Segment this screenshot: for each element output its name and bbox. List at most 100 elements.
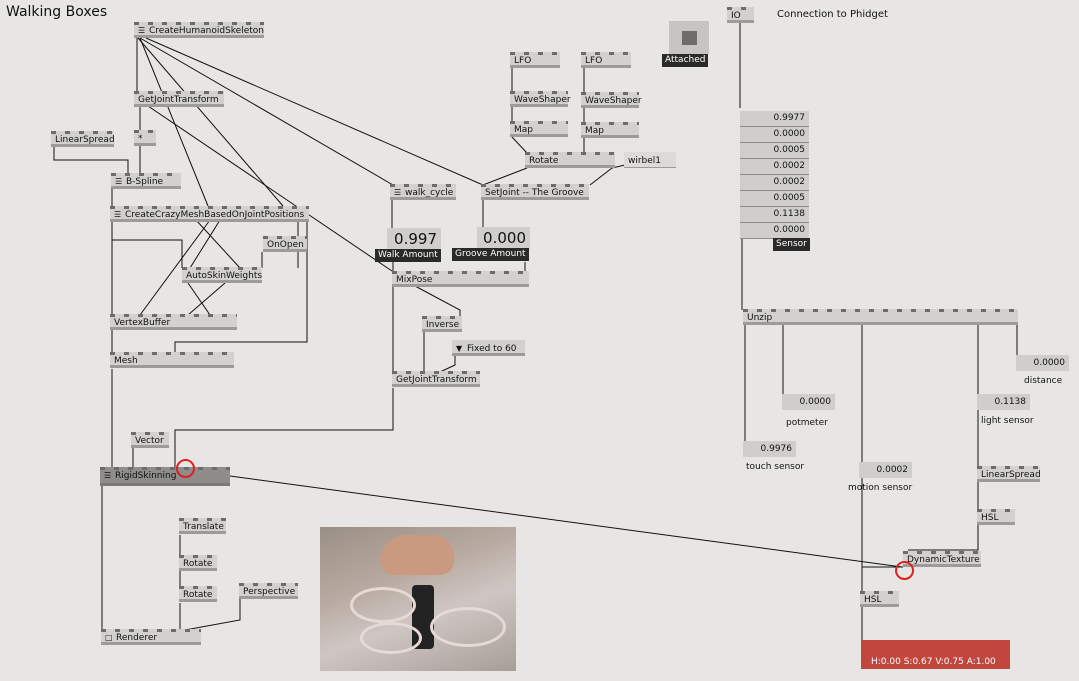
sensor-value: 0.0000 (740, 127, 809, 143)
node-label: Rotate (529, 156, 559, 166)
node-label: LFO (514, 56, 532, 66)
node-label: RigidSkinning (115, 471, 177, 481)
node-label: Rotate (183, 559, 213, 569)
menu-icon: ☰ (138, 26, 146, 35)
hand-shape (380, 535, 454, 575)
vertex-buffer-node[interactable]: VertexBuffer (110, 314, 237, 330)
phidget-connection-note: Connection to Phidget (777, 9, 888, 20)
sensor-value: 0.0002 (740, 175, 809, 191)
color-readout: H:0.00 S:0.67 V:0.75 A:1.00 (871, 657, 996, 667)
window-icon: □ (105, 633, 113, 642)
node-label: * (138, 134, 143, 144)
page-title: Walking Boxes (6, 4, 108, 20)
multiply-node[interactable]: * (134, 130, 156, 146)
node-label: walk_cycle (405, 188, 454, 198)
io-node[interactable]: IO (727, 7, 754, 23)
rigid-skinning-node[interactable]: ☰RigidSkinning (100, 467, 230, 486)
lfo-node[interactable]: LFO (510, 52, 560, 68)
get-joint-transform-node[interactable]: GetJointTransform (392, 371, 480, 387)
bspline-node[interactable]: ☰B-Spline (111, 173, 181, 189)
node-label: Map (585, 126, 604, 136)
lfo-node[interactable]: LFO (581, 52, 631, 68)
perspective-node[interactable]: Perspective (239, 583, 298, 599)
menu-icon: ☰ (115, 177, 123, 186)
node-label: IO (731, 11, 741, 21)
distance-label: distance (1024, 376, 1063, 386)
potmeter-value[interactable]: 0.0000 (782, 394, 835, 410)
sensor-spread[interactable]: 0.9977 0.0000 0.0005 0.0002 0.0002 0.000… (740, 111, 809, 239)
mesh-node[interactable]: Mesh (110, 352, 234, 368)
translate-node[interactable]: Translate (179, 518, 226, 534)
fixed-to-60-node[interactable]: ▼Fixed to 60 (452, 340, 525, 356)
sensor-value: 0.0002 (740, 159, 809, 175)
node-label: Mesh (114, 356, 138, 366)
node-label: Perspective (243, 587, 296, 597)
get-joint-transform-node[interactable]: GetJointTransform (134, 91, 224, 107)
dropdown-icon: ▼ (456, 344, 463, 353)
node-label: OnOpen (267, 240, 304, 250)
light-sensor-value[interactable]: 0.1138 (977, 394, 1030, 410)
node-label: LinearSpread (55, 135, 115, 145)
menu-icon: ☰ (114, 210, 122, 219)
rotate-node[interactable]: Rotate (179, 586, 217, 602)
inverse-node[interactable]: Inverse (422, 316, 462, 332)
node-label: B-Spline (126, 177, 164, 187)
sensor-tag: Sensor (773, 238, 810, 251)
highlight-circle (176, 459, 195, 478)
unzip-node[interactable]: Unzip (743, 309, 1018, 325)
node-label: Inverse (426, 320, 460, 330)
color-preview[interactable]: H:0.00 S:0.67 V:0.75 A:1.00 (861, 640, 1010, 669)
walk-amount-value[interactable]: 0.997 (387, 228, 441, 250)
dynamic-texture-node[interactable]: DynamicTexture (903, 551, 981, 567)
node-label: VertexBuffer (114, 318, 171, 328)
motion-sensor-value[interactable]: 0.0002 (859, 462, 912, 478)
groove-amount-value[interactable]: 0.000 (477, 227, 530, 249)
auto-skin-weights-node[interactable]: AutoSkinWeights (182, 267, 262, 283)
mix-pose-node[interactable]: MixPose (392, 271, 529, 287)
node-label: Vector (135, 436, 164, 446)
distance-value[interactable]: 0.0000 (1016, 355, 1069, 371)
create-humanoid-node[interactable]: ☰CreateHumanoidSkeleton (134, 22, 264, 38)
node-label: CreateHumanoidSkeleton (149, 26, 265, 36)
hsl-node[interactable]: HSL (860, 591, 899, 607)
node-label: GetJointTransform (138, 95, 219, 105)
attached-toggle[interactable] (669, 21, 709, 54)
node-label: Translate (183, 522, 224, 532)
potmeter-label: potmeter (786, 418, 828, 428)
set-joint-node[interactable]: SetJoint -- The Groove (481, 184, 589, 200)
vector-node[interactable]: Vector (131, 432, 169, 448)
sensor-value: 0.9977 (740, 111, 809, 127)
robot-leg (360, 622, 422, 654)
node-label: WaveShaper (514, 95, 571, 105)
map-node[interactable]: Map (581, 122, 639, 138)
touch-sensor-value[interactable]: 0.9976 (743, 441, 796, 457)
crazy-mesh-node[interactable]: ☰CreateCrazyMeshBasedOnJointPositions (110, 206, 309, 222)
hsl-node[interactable]: HSL (977, 509, 1015, 525)
waveshaper-node[interactable]: WaveShaper (510, 91, 571, 107)
linear-spread-node[interactable]: LinearSpread (977, 466, 1041, 482)
menu-icon: ☰ (394, 188, 402, 197)
linear-spread-node[interactable]: LinearSpread (51, 131, 115, 147)
node-label: LinearSpread (981, 470, 1041, 480)
renderer-node[interactable]: □Renderer (101, 629, 201, 645)
node-label: WaveShaper (585, 96, 642, 106)
node-label: HSL (981, 513, 999, 523)
walk-cycle-node[interactable]: ☰walk_cycle (390, 184, 456, 200)
waveshaper-node[interactable]: WaveShaper (581, 92, 642, 108)
map-node[interactable]: Map (510, 121, 568, 137)
rotate-node[interactable]: Rotate (179, 555, 217, 571)
on-open-node[interactable]: OnOpen (263, 236, 307, 252)
node-label: LFO (585, 56, 603, 66)
robot-leg (430, 607, 506, 647)
sensor-value: 0.0005 (740, 191, 809, 207)
node-label: SetJoint -- The Groove (485, 188, 584, 198)
rotate-node[interactable]: Rotate (525, 152, 615, 168)
node-label: AutoSkinWeights (186, 271, 263, 281)
walk-amount-tag: Walk Amount (375, 249, 441, 262)
node-label: HSL (864, 595, 882, 605)
sensor-value: 0.0005 (740, 143, 809, 159)
wirbel-string-node[interactable]: wirbel1 (624, 152, 676, 168)
node-label: Unzip (747, 313, 773, 323)
toggle-square (682, 31, 697, 45)
highlight-circle (895, 561, 914, 580)
